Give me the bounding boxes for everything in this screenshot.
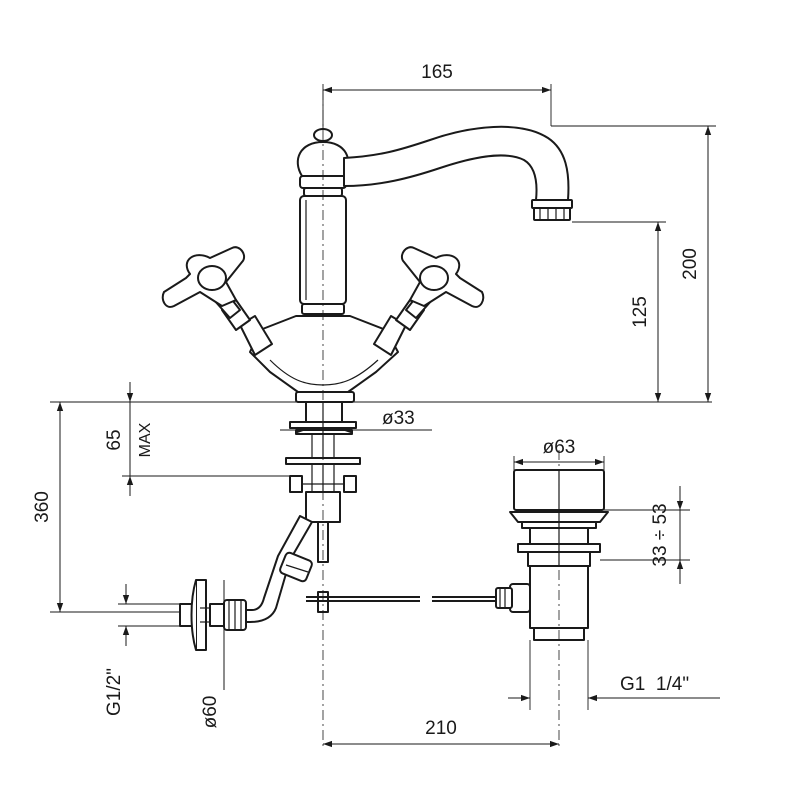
right-cross-handle	[373, 246, 485, 356]
label-inlet-thread: G1/2"	[104, 668, 125, 716]
label-waste-offset: 210	[425, 718, 457, 739]
label-max: MAX	[137, 422, 154, 457]
pop-up-waste	[495, 469, 609, 641]
dim-install-depth	[50, 402, 180, 613]
dim-outlet-height	[572, 221, 666, 402]
spout	[343, 125, 573, 221]
label-spout-reach: 165	[421, 62, 453, 83]
inlet-hose	[179, 515, 313, 651]
dim-deck-thickness	[122, 382, 300, 496]
label-deck-thickness: 65	[104, 429, 125, 450]
label-waste-thread: G1 1/4"	[620, 674, 689, 695]
dim-spout-height	[551, 125, 716, 402]
dim-inlet-thread	[118, 584, 180, 646]
label-outlet-height: 125	[630, 296, 651, 328]
label-shank-diameter: ø33	[382, 408, 415, 429]
label-escutcheon: ø60	[200, 696, 221, 729]
label-install-depth: 360	[32, 491, 53, 523]
left-cross-handle	[161, 246, 273, 356]
dim-spout-reach	[322, 84, 552, 128]
dim-waste-head	[513, 456, 605, 470]
dim-waste-range	[600, 486, 690, 584]
label-waste-head: ø63	[543, 437, 576, 458]
label-spout-height: 200	[680, 248, 701, 280]
dim-waste-thread	[508, 640, 720, 710]
label-waste-range: 33 ÷ 53	[650, 503, 671, 566]
pop-up-rod	[306, 521, 500, 613]
